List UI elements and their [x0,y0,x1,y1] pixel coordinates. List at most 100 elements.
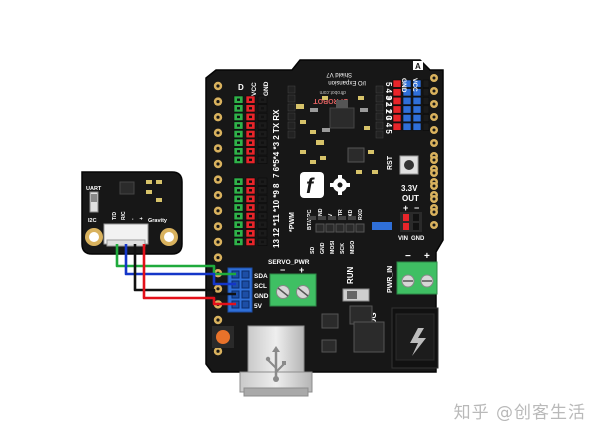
usb-connector[interactable] [239,325,313,397]
bt-pin [325,223,335,233]
out-3v3-label: 3.3V [401,184,418,193]
header-pin-hole [261,232,264,235]
iic-pin [241,290,250,299]
header-pin-hole [237,180,240,183]
header-hole-center [432,102,436,106]
servo-pwr-plus: + [299,265,304,275]
top-right-vcc-label: VCC [411,78,418,92]
spi-pin-label: MISO [350,241,356,254]
spi-pin [338,216,346,220]
a-label-box [413,61,423,70]
header-pin-hole [249,132,252,136]
header-pin-hole [237,214,240,218]
wire-5v [142,244,236,306]
header-pin-hole [261,124,264,127]
vcc-label: VCC [251,82,258,96]
header-pin-hole [249,206,252,209]
header-hole-center [432,158,436,162]
header-pin-hole [249,189,252,192]
header-hole-center [432,76,436,80]
left-header-holes [213,81,223,356]
a-label: A [415,62,421,71]
header-pin [287,130,296,139]
smd-part [300,120,306,124]
orange-button[interactable] [216,330,230,344]
header-pin-hole [237,197,240,201]
sensor-pin-label: T/D [112,212,118,220]
header-pin-hole [249,158,252,162]
header-pin [392,122,402,131]
header-pin-hole [237,124,240,127]
digital-bottom-header-label: 13 12 *11 *10 *9 8 [272,183,281,248]
wire-gnd [133,244,236,296]
header-pin [287,112,296,121]
header-pin-hole [261,150,264,153]
led-small [296,104,304,109]
iic-pin [241,300,250,309]
sensor-label-uart: UART [86,186,102,192]
sensor-pin-label: R/C [121,211,127,220]
header-hole-center [216,318,220,322]
analog-io-header [287,79,430,139]
header-pin-hole [249,124,252,127]
dc-power-jack[interactable] [391,307,439,369]
capacitor-2 [321,313,339,329]
header-pin [422,122,430,131]
header-pin [375,121,384,130]
smd-components [300,96,378,174]
shield-title-line1: I/O Expansion [328,79,366,85]
bt-pin-label: RXD [358,209,364,220]
header-pin-hole [249,223,252,226]
smd-part [322,128,330,132]
smd-part [356,170,362,174]
out-label: OUT [402,194,419,203]
servo-pwr-label: SERVO_PWR [268,259,310,266]
out-3v3-pin-red [403,214,409,221]
vin-label: VIN [398,236,408,242]
header-pin-hole [237,158,240,162]
d-label: D [238,83,244,92]
header-pin [287,94,296,103]
header-hole-center [216,100,220,104]
header-pin [287,85,296,94]
reset-button-cap[interactable] [404,160,414,170]
bt-pin [315,223,325,233]
spi-pin [348,216,356,220]
smd-part [310,130,316,134]
watermark: 知乎 @创客生活 [453,403,586,423]
smd-part [310,108,318,112]
smd-part [310,160,316,164]
header-pin-hole [261,206,264,209]
header-pin-hole [261,107,264,110]
header-hole-center [216,131,220,135]
header-pin [402,79,412,88]
vin-gnd-label: GND [411,236,425,242]
iic-pin [241,270,250,279]
out-3v3-pin-black-2 [413,223,419,230]
header-pin [402,105,412,114]
header-pin [392,114,402,123]
pwr-in-label: PWR_IN [387,266,394,293]
header-pin-hole [249,240,252,244]
smd-part [320,156,326,160]
header-pin [287,103,296,112]
sensor-label-gravity: Gravity [148,218,168,224]
pwr-in-minus: − [405,251,411,262]
header-pin-hole [249,141,252,144]
iic-pin-label: SCL [254,283,267,290]
gear-icon [330,175,350,195]
shield-brand: DFROBOT [313,97,348,104]
digital-io-header [233,95,268,246]
header-pin [392,88,402,97]
run-prog-switch-knob[interactable] [347,291,357,299]
right-header-holes [430,74,438,229]
header-hole-center [432,184,436,188]
wire-sda [115,244,236,276]
spi-pin [318,216,326,220]
smd-part [300,150,306,154]
header-hole-center [216,178,220,182]
analog-header-label: 5 4 3 2 1 0 [384,82,393,120]
